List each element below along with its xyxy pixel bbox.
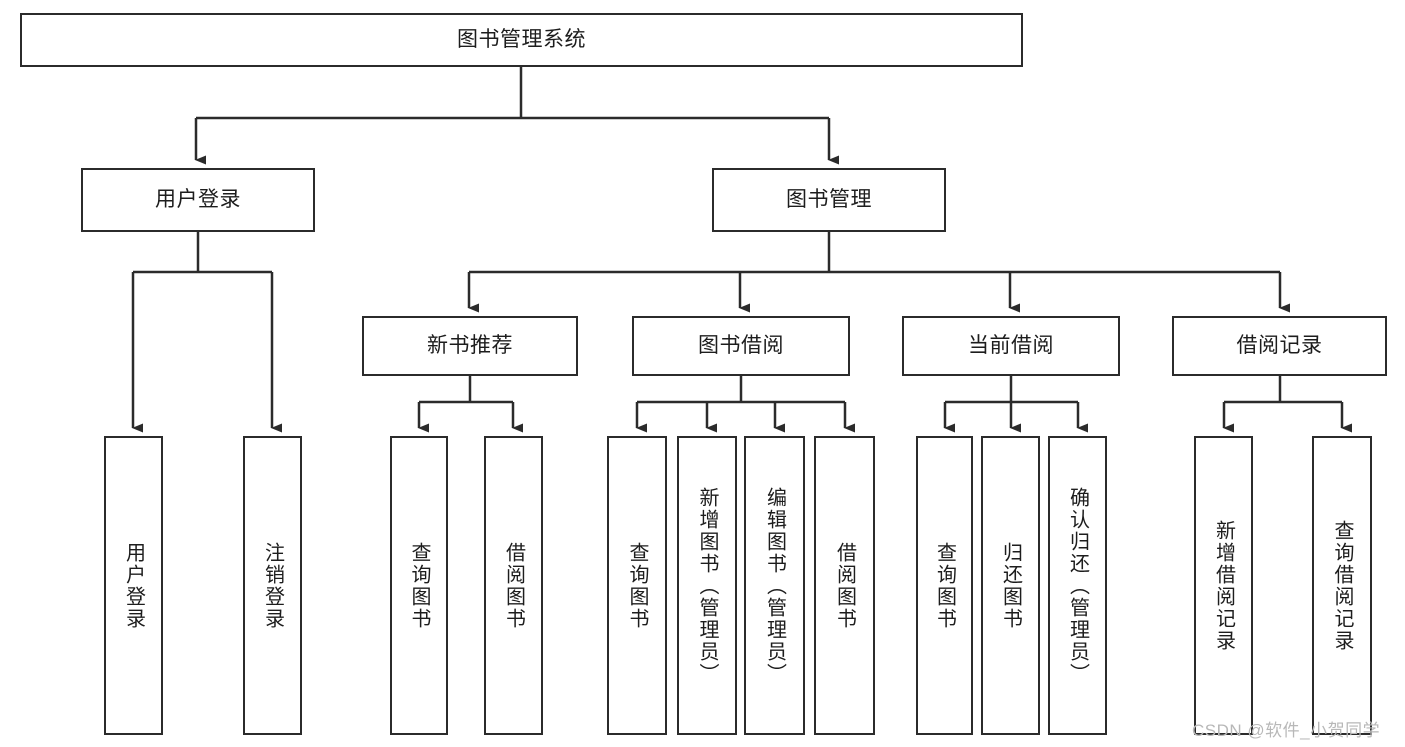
node-current-borrow[interactable]: 当前借阅 (902, 316, 1120, 376)
leaf-user-login-signin[interactable]: 用户登录 (104, 436, 163, 735)
node-root-system[interactable]: 图书管理系统 (20, 13, 1023, 67)
leaf-user-login-signout[interactable]: 注销登录 (243, 436, 302, 735)
node-label: 查询借阅记录 (1331, 519, 1353, 652)
leaf-borrow-record-add[interactable]: 新增借阅记录 (1194, 436, 1253, 735)
node-new-book-recommend[interactable]: 新书推荐 (362, 316, 578, 376)
node-label: 新增借阅记录 (1212, 519, 1235, 652)
node-book-borrow[interactable]: 图书借阅 (632, 316, 850, 376)
node-label: 查询图书 (933, 541, 956, 630)
leaf-current-borrow-return[interactable]: 归还图书 (981, 436, 1040, 735)
node-label: 归还图书 (999, 541, 1022, 630)
node-label: 确认归还（管理员） (1066, 486, 1089, 685)
node-label: 查询图书 (408, 541, 430, 630)
node-label: 用户登录 (155, 187, 241, 211)
node-book-management[interactable]: 图书管理 (712, 168, 946, 232)
node-label: 注销登录 (261, 541, 284, 630)
leaf-new-book-borrow[interactable]: 借阅图书 (484, 436, 543, 735)
node-label: 图书管理 (786, 187, 872, 211)
node-label: 新书推荐 (427, 333, 513, 357)
leaf-borrow-record-query[interactable]: 查询借阅记录 (1312, 436, 1372, 735)
node-label: 借阅记录 (1236, 333, 1323, 357)
node-label: 图书管理系统 (457, 27, 586, 51)
node-label: 借阅图书 (833, 541, 856, 630)
node-label: 编辑图书（管理员） (763, 486, 786, 685)
leaf-current-borrow-confirm-return[interactable]: 确认归还（管理员） (1048, 436, 1107, 735)
node-label: 新增图书（管理员） (696, 486, 718, 685)
leaf-book-borrow-lend[interactable]: 借阅图书 (814, 436, 875, 735)
leaf-book-borrow-add[interactable]: 新增图书（管理员） (677, 436, 737, 735)
node-label: 当前借阅 (968, 333, 1054, 357)
leaf-book-borrow-query[interactable]: 查询图书 (607, 436, 667, 735)
node-user-login[interactable]: 用户登录 (81, 168, 315, 232)
node-label: 借阅图书 (502, 541, 525, 630)
leaf-current-borrow-query[interactable]: 查询图书 (916, 436, 973, 735)
leaf-new-book-query[interactable]: 查询图书 (390, 436, 448, 735)
leaf-book-borrow-edit[interactable]: 编辑图书（管理员） (744, 436, 805, 735)
node-borrow-record[interactable]: 借阅记录 (1172, 316, 1387, 376)
node-label: 用户登录 (122, 541, 145, 630)
node-label: 图书借阅 (698, 333, 784, 357)
node-label: 查询图书 (626, 541, 648, 630)
